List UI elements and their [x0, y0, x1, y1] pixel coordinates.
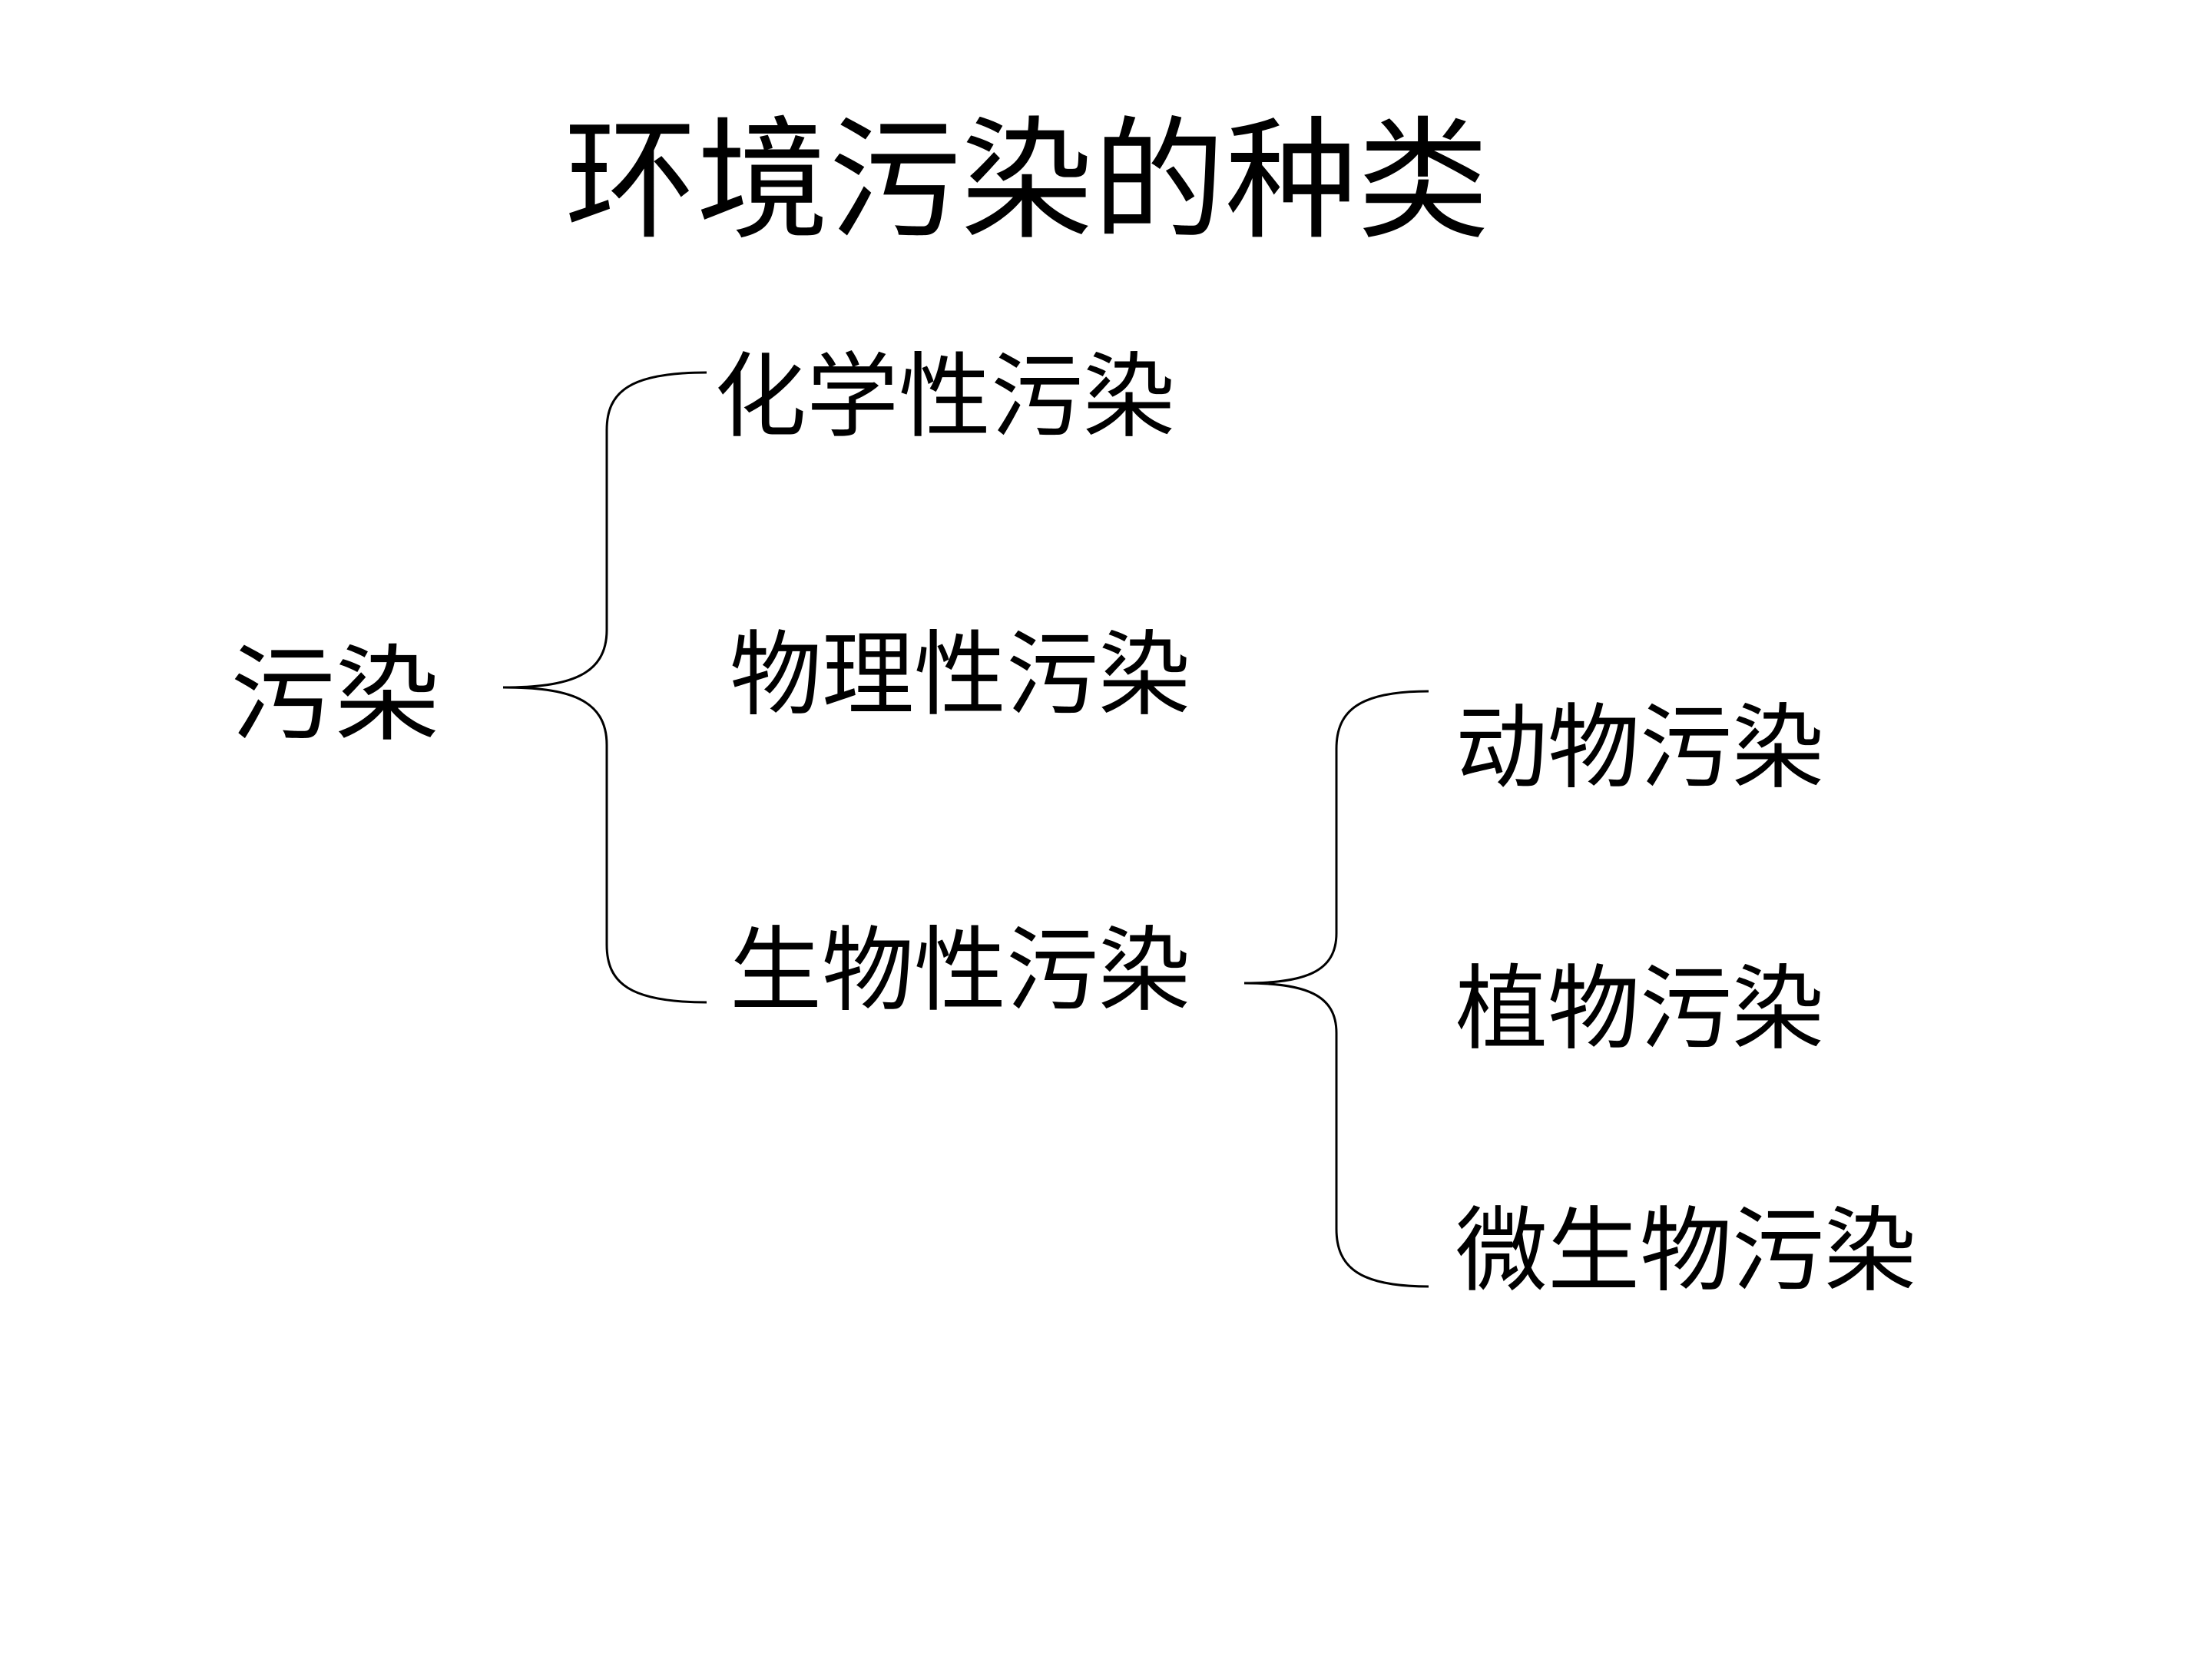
subcategory-animal-pollution: 动物污染: [1455, 695, 1824, 802]
brace-level-2: [1243, 690, 1429, 1288]
root-node-pollution: 污染: [230, 635, 439, 757]
category-physical-pollution: 物理性污染: [730, 622, 1190, 729]
page-title: 环境污染的种类: [565, 104, 1489, 258]
subcategory-microbial-pollution: 微生物污染: [1455, 1198, 1916, 1305]
brace-level-1: [502, 371, 707, 1004]
category-chemical-pollution: 化学性污染: [714, 344, 1175, 451]
subcategory-plant-pollution: 植物污染: [1455, 956, 1824, 1063]
category-biological-pollution: 生物性污染: [730, 918, 1190, 1025]
